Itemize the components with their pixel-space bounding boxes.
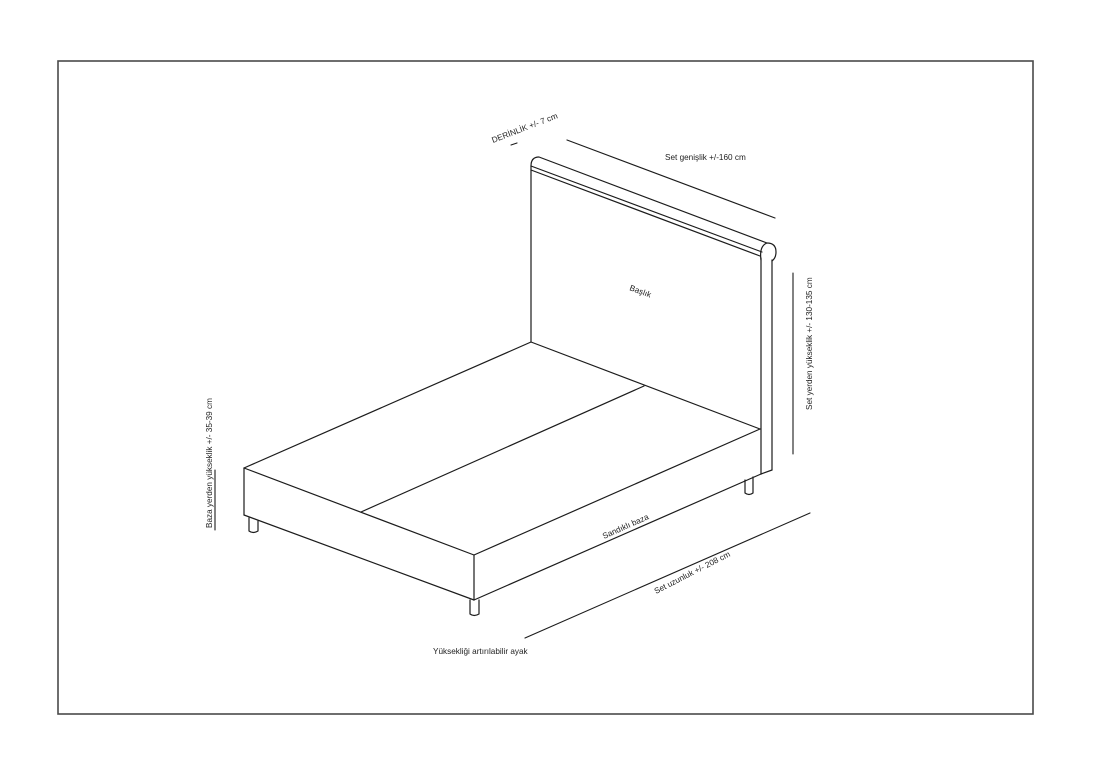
headboard-label: Başlık	[628, 283, 653, 299]
base-bottom-right-edge	[473, 473, 762, 601]
storage-base	[243, 341, 762, 601]
base-height-label: Baza yerden yükseklik +/- 35-39 cm	[205, 398, 214, 528]
headboard-roll-end	[760, 242, 777, 262]
headboard-top-rail-inner	[530, 169, 761, 257]
base-top-left-edge	[243, 341, 532, 469]
width-dimension-line	[566, 139, 776, 219]
base-lid-divider	[360, 385, 645, 513]
depth-dimension-line	[510, 142, 518, 146]
leg-front-left	[248, 517, 259, 534]
width-label: Set genişlik +/-160 cm	[665, 153, 746, 162]
base-label: Sandıklı baza	[601, 512, 650, 541]
base-top-right-edge	[473, 428, 761, 556]
leg-back-right	[744, 476, 754, 496]
headboard-bottom-thickness	[760, 469, 773, 475]
length-dimension-line	[524, 512, 811, 639]
legs-label: Yüksekliği artırılabilir ayak	[433, 647, 529, 656]
headboard	[530, 156, 777, 475]
base-top-back-edge	[530, 341, 761, 430]
legs	[248, 476, 754, 617]
base-bottom-front-edge	[243, 514, 475, 601]
length-label: Set uzunluk +/- 208 cm	[653, 550, 732, 596]
base-top-front-edge	[243, 467, 475, 556]
depth-label: DERİNLİK +/- 7 cm	[490, 110, 559, 144]
drawing-frame	[57, 60, 1034, 715]
headboard-top-rail-mid	[530, 165, 763, 253]
dimension-lines	[214, 139, 811, 639]
headboard-top-rail-outer	[530, 156, 768, 244]
leg-front-right	[469, 599, 480, 617]
total-height-label: Set yerden yükseklik +/- 130-135 cm	[805, 277, 814, 410]
